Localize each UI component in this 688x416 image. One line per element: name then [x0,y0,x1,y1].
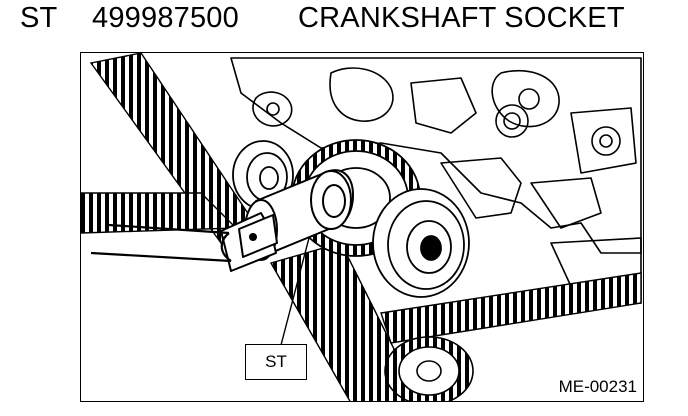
engine-illustration [81,53,642,401]
tool-description: CRANKSHAFT SOCKET [298,2,625,34]
part-number: 499987500 [92,2,239,34]
timing-belt [81,53,642,401]
lower-sprocket [384,336,474,401]
tool-prefix: ST [20,2,58,34]
crankshaft-socket-tool [220,169,354,272]
st-callout-label: ST [245,344,307,380]
engine-illustration-frame: ST ME-00231 [80,52,644,402]
tensioner-pulley [372,188,470,298]
page-header: ST 499987500 CRANKSHAFT SOCKET [0,0,688,44]
callout-leader-line [280,237,310,346]
wrench-handle [90,223,232,263]
figure-id: ME-00231 [558,377,637,396]
